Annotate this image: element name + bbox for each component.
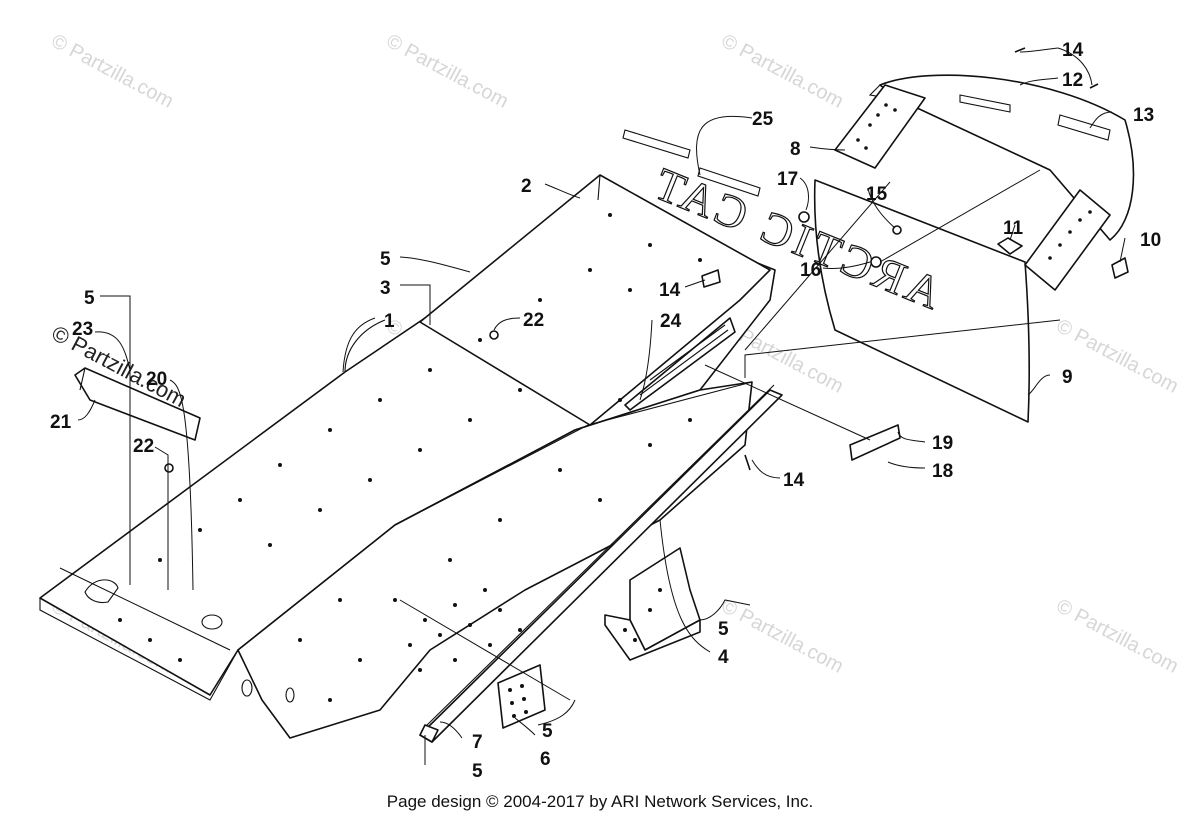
part-4-bracket xyxy=(604,547,701,661)
callout-5d: 5 xyxy=(542,721,553,742)
callout-1: 1 xyxy=(384,311,395,332)
callout-24: 24 xyxy=(660,311,682,332)
part-8-footrest-plate xyxy=(834,84,926,169)
callout-16: 16 xyxy=(800,260,821,281)
callout-20: 20 xyxy=(146,369,167,390)
callout-6: 6 xyxy=(540,749,551,770)
callout-5a: 5 xyxy=(380,249,391,270)
leader-lines xyxy=(77,47,1126,765)
callout-19: 19 xyxy=(932,433,953,454)
rivet-holes xyxy=(118,213,702,702)
watermark-text: © Partzilla.com xyxy=(718,595,847,678)
watermark-text: © Partzilla.com xyxy=(48,30,177,113)
part-1-tunnel-panel xyxy=(39,174,776,739)
part-11-nut xyxy=(997,237,1023,255)
part-22-nut-front xyxy=(164,463,174,473)
part-24-decal xyxy=(624,317,736,411)
callout-25: 25 xyxy=(752,109,774,130)
callout-14a: 14 xyxy=(1062,40,1084,61)
watermark-text: © Partzilla.com xyxy=(1053,595,1182,678)
callout-10: 10 xyxy=(1140,230,1161,251)
part-14-screw-lower xyxy=(744,454,751,471)
callout-7: 7 xyxy=(472,732,483,753)
part-6-plate xyxy=(497,664,546,729)
callout-14c: 14 xyxy=(783,470,805,491)
part-14-screw xyxy=(701,269,721,288)
callout-22b: 22 xyxy=(133,436,154,457)
watermark-text: © Partzilla.com xyxy=(383,30,512,113)
part-13-rear-bumper xyxy=(868,74,1135,241)
callout-14b: 14 xyxy=(659,280,681,301)
part-22-nut xyxy=(489,330,499,340)
callout-22a: 22 xyxy=(523,310,544,331)
callout-12: 12 xyxy=(1062,70,1083,91)
hardware-fasteners xyxy=(164,47,1129,473)
part-7-side-rail xyxy=(419,384,783,743)
part-10-footrest-plate xyxy=(1024,189,1111,291)
part-16-washer xyxy=(870,256,882,268)
callout-23: 23 xyxy=(72,319,93,340)
part-19-plate xyxy=(849,424,901,461)
copyright-footer: Page design © 2004-2017 by ARI Network S… xyxy=(386,792,814,811)
part-12-screw xyxy=(1089,83,1099,89)
part-17-nut xyxy=(798,211,810,223)
callout-17: 17 xyxy=(777,169,798,190)
callout-5c: 5 xyxy=(718,619,729,640)
callout-18: 18 xyxy=(932,461,953,482)
callout-5e: 5 xyxy=(472,761,483,782)
part-25-decals xyxy=(622,129,761,197)
callout-5b: 5 xyxy=(84,288,95,309)
part-14-screw-top xyxy=(1014,47,1026,53)
callout-21: 21 xyxy=(50,412,72,433)
callout-2: 2 xyxy=(521,176,532,197)
callout-3: 3 xyxy=(380,278,391,299)
callout-8: 8 xyxy=(790,139,801,160)
callout-13: 13 xyxy=(1133,105,1154,126)
part-21-bracket xyxy=(74,367,201,441)
callout-11: 11 xyxy=(1003,218,1024,239)
callout-labels: 1 2 3 4 5 5 5 5 5 6 7 8 9 10 11 12 13 14… xyxy=(50,40,1161,782)
callout-9: 9 xyxy=(1062,367,1073,388)
watermark-text: © Partzilla.com xyxy=(718,30,847,113)
callout-4: 4 xyxy=(718,647,729,668)
callout-15: 15 xyxy=(866,184,888,205)
